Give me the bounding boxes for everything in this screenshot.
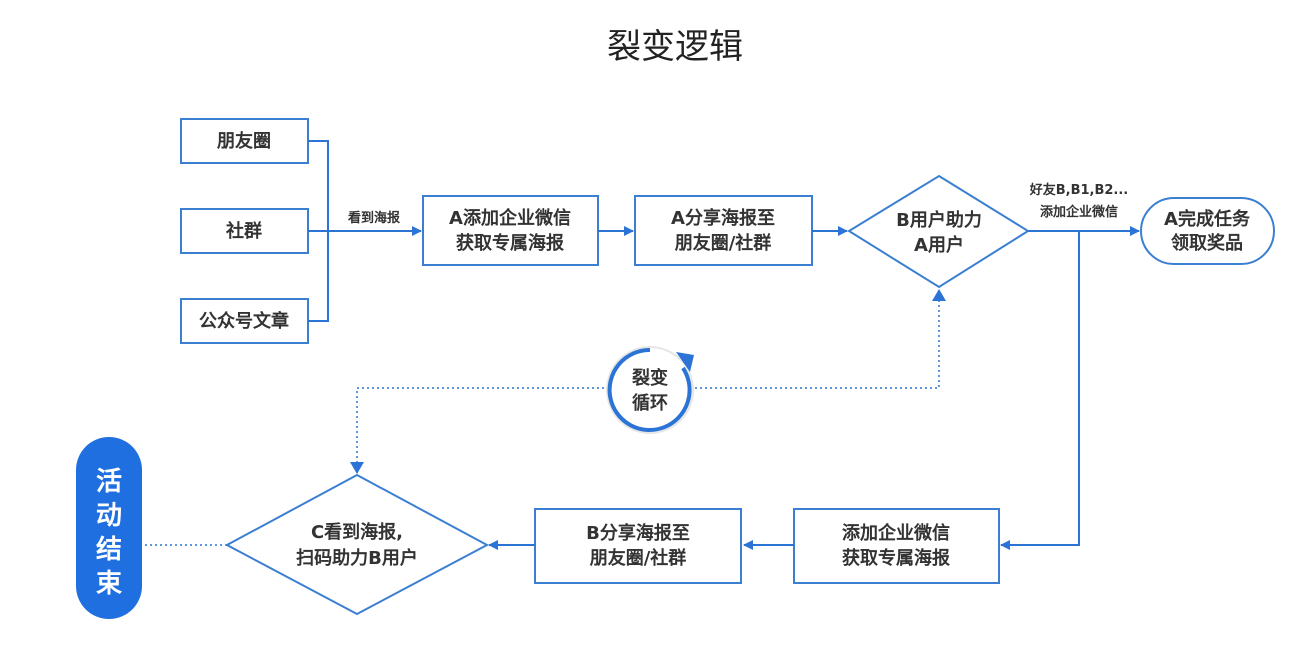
add2-line2: 获取专属海报 <box>842 547 950 569</box>
source-label-moments: 朋友圈 <box>217 130 271 152</box>
activity-end-pill: 活 动 结 束 <box>76 437 142 619</box>
line-down-to-add2 <box>1000 231 1080 550</box>
dotted-loop-line <box>356 291 940 473</box>
a-done-line1: A完成任务 <box>1164 208 1251 230</box>
a-add-wechat-box: A添加企业微信 获取专属海报 <box>422 195 599 266</box>
c-help-diamond: C看到海报, 扫码助力B用户 <box>224 473 490 616</box>
c-help-line1: C看到海报, <box>311 521 403 543</box>
cycle-line1: 裂变 <box>631 367 668 389</box>
source-box-article: 公众号文章 <box>180 298 309 344</box>
source-box-moments: 朋友圈 <box>180 118 309 164</box>
cycle-icon: 裂变 循环 <box>606 346 694 434</box>
end-char-1: 活 <box>96 467 122 497</box>
b-help-line2: A用户 <box>914 234 964 256</box>
a-done-box: A完成任务 领取奖品 <box>1140 197 1275 265</box>
source-box-group: 社群 <box>180 208 309 254</box>
c-help-line2: 扫码助力B用户 <box>296 547 418 569</box>
see-poster-label: 看到海报 <box>348 210 401 226</box>
a-add-line1: A添加企业微信 <box>449 207 571 229</box>
diagram-title: 裂变逻辑 <box>607 27 743 67</box>
end-char-3: 结 <box>96 535 122 565</box>
end-char-2: 动 <box>96 501 122 531</box>
loop-arrowhead-down <box>350 462 364 474</box>
source-label-group: 社群 <box>226 220 262 242</box>
sources-bracket <box>308 140 329 322</box>
b-share-line2: 朋友圈/社群 <box>590 547 687 569</box>
b-share-box: B分享海报至 朋友圈/社群 <box>534 508 742 584</box>
a-add-line2: 获取专属海报 <box>456 232 564 254</box>
end-char-4: 束 <box>96 568 123 599</box>
loop-arrowhead-up <box>932 289 946 301</box>
add-wechat-box-2: 添加企业微信 获取专属海报 <box>793 508 1000 584</box>
a-share-line1: A分享海报至 <box>671 207 775 229</box>
a-done-line2: 领取奖品 <box>1171 232 1243 254</box>
b-help-diamond: B用户助力 A用户 <box>847 174 1030 289</box>
cycle-line2: 循环 <box>632 392 668 414</box>
friends-line1: 好友B,B1,B2... <box>1029 182 1129 198</box>
a-share-line2: 朋友圈/社群 <box>675 232 772 254</box>
friends-line2: 添加企业微信 <box>1040 204 1118 220</box>
add2-line1: 添加企业微信 <box>842 522 950 544</box>
a-share-box: A分享海报至 朋友圈/社群 <box>634 195 813 266</box>
b-share-line1: B分享海报至 <box>586 522 690 544</box>
b-help-line1: B用户助力 <box>896 209 982 231</box>
source-label-article: 公众号文章 <box>199 310 289 332</box>
